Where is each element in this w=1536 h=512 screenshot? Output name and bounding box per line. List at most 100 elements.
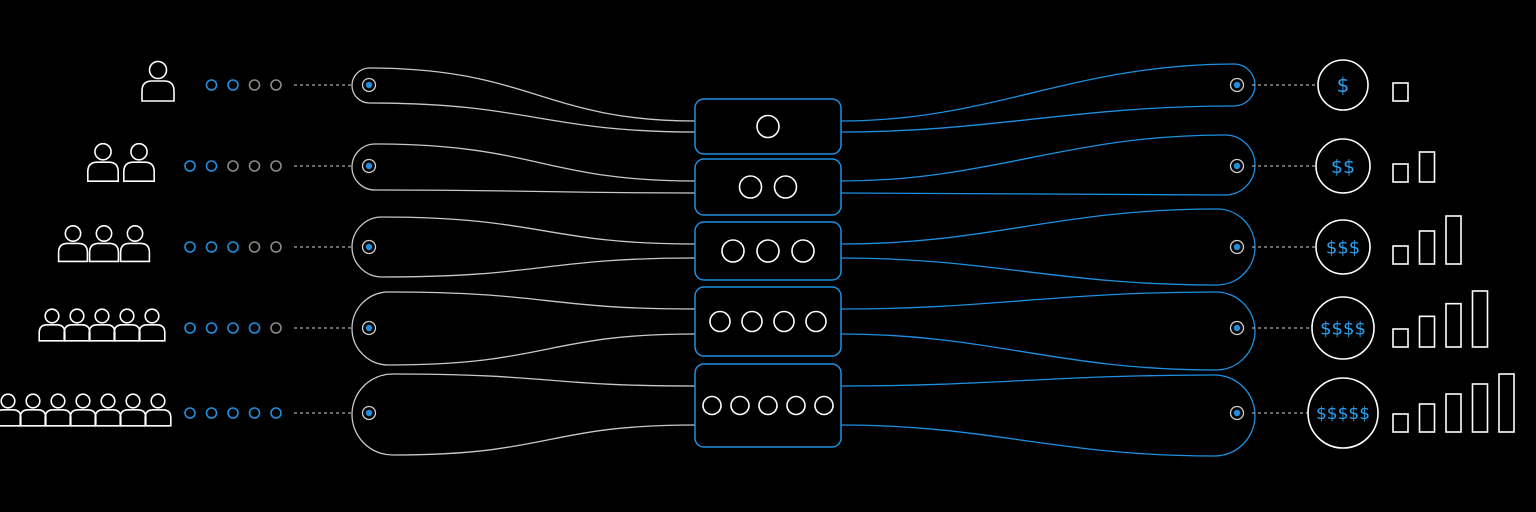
left-port-4-core (365, 324, 373, 332)
level-bar (1471, 383, 1489, 433)
person-icon (44, 308, 60, 324)
node-box-4 (694, 286, 842, 357)
person-icon (126, 225, 144, 242)
node-box-5 (694, 363, 842, 448)
status-dot-active (227, 322, 239, 334)
status-dot-inactive (248, 160, 261, 172)
right-band-1 (840, 63, 1256, 133)
level-bar (1392, 328, 1409, 348)
level-bar (1418, 151, 1436, 183)
left-column (0, 60, 1245, 427)
person-body (119, 409, 147, 427)
node-2-circle (738, 175, 763, 199)
node-5-circle (814, 395, 834, 416)
left-port-1-core (365, 81, 373, 89)
right-band-3 (840, 208, 1256, 286)
person-icon (94, 308, 110, 324)
status-dot-active (205, 79, 218, 91)
left-band-3 (351, 216, 696, 278)
status-dot-active (227, 79, 239, 91)
node-3-circle (756, 239, 780, 263)
left-band-5 (351, 373, 696, 456)
person-icon (150, 393, 166, 409)
person-icon (25, 393, 41, 409)
level-bar (1471, 290, 1489, 348)
person-body (141, 80, 175, 102)
node-4-circle (805, 310, 827, 333)
person-body (38, 324, 66, 342)
level-bar (1498, 373, 1515, 433)
level-bar (1392, 163, 1409, 183)
price-circle-1 (1317, 59, 1369, 111)
people-group-5 (0, 393, 172, 427)
status-dot-active (227, 407, 239, 419)
right-band-4 (840, 291, 1256, 371)
right-column: $$$$$$$$$$$$$$$ (1252, 59, 1515, 449)
right-port-1-core (1233, 81, 1241, 89)
node-box-2 (694, 158, 842, 216)
level-bar (1418, 403, 1436, 433)
person-body (88, 324, 116, 342)
right-band-2 (840, 134, 1256, 196)
price-label-3: $$$ (1326, 237, 1360, 258)
node-4-circle (709, 310, 731, 333)
right-port-3-core (1233, 243, 1241, 251)
person-body (57, 242, 89, 263)
person-body (63, 324, 91, 342)
right-port-5-core (1233, 409, 1241, 417)
person-icon (148, 60, 168, 80)
price-circle-2 (1315, 138, 1371, 194)
left-port-3-core (365, 243, 373, 251)
person-icon (130, 142, 148, 161)
price-circle-4 (1311, 296, 1375, 360)
status-dot-active (248, 322, 261, 334)
node-3-circle (791, 239, 815, 263)
status-dot-active (227, 241, 239, 253)
person-icon (0, 393, 16, 409)
node-1-circle (756, 114, 780, 139)
status-dot-active (184, 241, 196, 253)
status-dot-active (205, 241, 218, 253)
node-5-circle (758, 395, 778, 416)
person-icon (119, 308, 135, 324)
people-group-3 (57, 225, 151, 263)
level-bar (1445, 393, 1462, 433)
person-body (144, 409, 172, 427)
status-dot-active (184, 160, 196, 172)
node-3-circle (721, 239, 745, 263)
person-icon (64, 225, 82, 242)
person-body (94, 409, 122, 427)
person-body (138, 324, 166, 342)
node-5-circle (730, 395, 750, 416)
price-circle-3 (1315, 219, 1371, 275)
status-dot-inactive (270, 322, 282, 334)
price-label-4: $$$$ (1320, 318, 1366, 339)
person-icon (144, 308, 160, 324)
person-icon (94, 142, 112, 161)
status-dot-active (205, 160, 218, 172)
person-icon (100, 393, 116, 409)
people-group-2 (87, 142, 155, 182)
node-2-circle (773, 175, 798, 199)
node-box-3 (694, 221, 842, 281)
left-band-4 (351, 291, 696, 366)
person-icon (50, 393, 66, 409)
level-bar (1392, 413, 1409, 433)
level-bar (1418, 315, 1436, 348)
person-body (113, 324, 141, 342)
person-icon (75, 393, 91, 409)
center-nodes (694, 98, 842, 448)
person-icon (69, 308, 85, 324)
person-body (119, 242, 151, 263)
node-5-circle (786, 395, 806, 416)
right-port-4-core (1233, 324, 1241, 332)
price-label-2: $$ (1331, 156, 1355, 178)
status-dot-inactive (227, 160, 239, 172)
person-body (123, 161, 155, 182)
status-dot-active (270, 407, 282, 419)
level-bar (1392, 245, 1409, 265)
price-label-5: $$$$$ (1316, 404, 1370, 424)
person-body (0, 409, 22, 427)
node-box-1 (694, 98, 842, 155)
